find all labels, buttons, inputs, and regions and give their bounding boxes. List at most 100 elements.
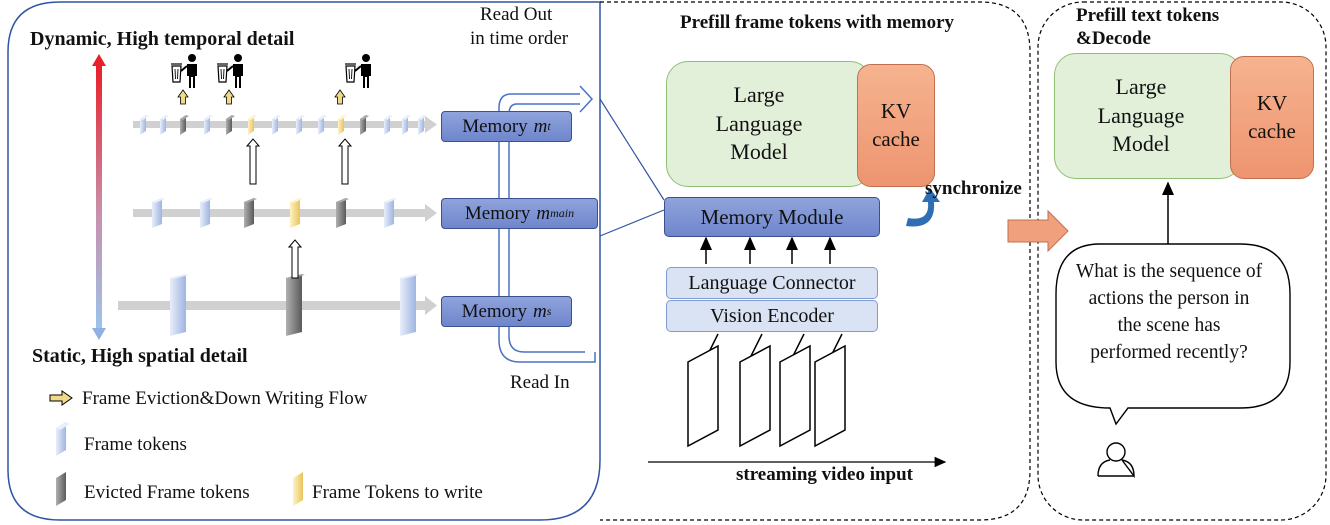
evict-arrow — [177, 89, 189, 105]
read-out-label-2: in time order — [470, 28, 569, 49]
token-frame-small — [360, 115, 366, 135]
memory-temporal-sub: t — [547, 119, 551, 133]
token-frame-small — [140, 115, 146, 135]
memory-spatial-var: m — [533, 300, 547, 322]
legend-evicted-label: Evicted Frame tokens — [84, 482, 250, 503]
memory-main-var: m — [536, 202, 551, 224]
token-frame-small-top — [226, 115, 235, 120]
read-in-label: Read In — [510, 372, 570, 393]
evict-arrow — [223, 89, 235, 105]
memory-spatial-sub: s — [546, 304, 552, 318]
right-kv-line-1: KV — [1256, 91, 1288, 116]
right-llm-box: Large Language Model — [1054, 53, 1242, 179]
token-frame-medium — [336, 198, 346, 228]
right-llm-line-1: Large — [1115, 74, 1167, 100]
token-frame-medium — [290, 198, 300, 228]
token-frame-large — [400, 274, 416, 336]
question-line-4: performed recently? — [1090, 342, 1248, 363]
middle-llm-line-3: Model — [730, 139, 788, 165]
legend-write-label: Frame Tokens to write — [312, 482, 483, 503]
token-frame-large — [286, 274, 302, 336]
row-temporal-frames — [140, 115, 427, 135]
trash-person-icon — [217, 54, 243, 88]
bottom-axis-label: Static, High spatial detail — [32, 345, 248, 367]
middle-panel-title: Prefill frame tokens with memory — [680, 12, 955, 33]
memory-spatial-prefix: Memory — [461, 300, 528, 322]
token-frame-small-top — [296, 115, 305, 120]
user-icon — [1097, 442, 1135, 479]
middle-kv-cache: KV cache — [857, 64, 935, 187]
language-connector: Language Connector — [666, 267, 878, 299]
evict-arrow — [334, 89, 346, 105]
memory-module: Memory Module — [664, 197, 880, 237]
middle-kv-line-1: KV — [880, 99, 912, 124]
token-frame-small-top — [204, 115, 213, 120]
token-frame-small-top — [248, 115, 257, 120]
token-frame-small — [226, 115, 232, 135]
synchronize-arrow — [906, 188, 940, 227]
token-frame-medium-top — [336, 198, 349, 203]
token-frame-small — [296, 115, 302, 135]
token-frame-large-top — [400, 274, 419, 279]
token-frame-small-top — [318, 115, 327, 120]
middle-panel-border — [600, 1, 1031, 521]
question-line-1: What is the sequence of — [1075, 261, 1263, 282]
synchronize-label: synchronize — [925, 178, 1022, 199]
write-arrows — [245, 138, 353, 279]
middle-llm-line-2: Language — [715, 110, 803, 136]
connector-lines — [599, 98, 665, 237]
legend-flow-label: Frame Eviction&Down Writing Flow — [82, 388, 368, 409]
row-spatial-frames — [170, 274, 419, 336]
middle-kv-line-2: cache — [872, 126, 920, 151]
token-frame-medium-top — [290, 198, 303, 203]
right-kv-cache: KV cache — [1230, 56, 1314, 179]
memory-temporal-prefix: Memory — [462, 115, 528, 137]
token-frame-small — [384, 115, 390, 135]
memory-temporal-var: m — [533, 115, 548, 137]
token-frame-small-top — [360, 115, 369, 120]
encoder-arrows — [700, 236, 836, 264]
right-panel-title-1: Prefill text tokens — [1076, 5, 1220, 26]
question-bubble — [1055, 243, 1291, 426]
token-frame-large-top — [170, 274, 189, 279]
token-frame-large — [170, 274, 186, 336]
middle-llm-box: Large Language Model — [666, 61, 872, 187]
memory-main-prefix: Memory — [464, 202, 531, 224]
left-panel-border — [7, 1, 601, 521]
right-llm-line-2: Language — [1097, 102, 1185, 128]
middle-llm-line-1: Large — [733, 82, 785, 108]
transfer-arrow — [1007, 209, 1069, 253]
question-line-3: the scene has — [1117, 315, 1221, 336]
token-frame-small — [272, 115, 278, 135]
question-line-2: actions the person in — [1088, 288, 1250, 309]
eviction-arrows-top — [177, 89, 346, 105]
token-frame-medium — [152, 198, 162, 228]
token-frame-medium-top — [244, 198, 257, 203]
token-frame-small — [402, 115, 408, 135]
token-frame-small — [160, 115, 166, 135]
token-frame-small-top — [338, 115, 347, 120]
stream-label: streaming video input — [736, 464, 914, 485]
token-frame-medium-top — [200, 198, 213, 203]
token-frame-small — [418, 115, 424, 135]
token-frame-small — [338, 115, 344, 135]
trash-person-icons — [171, 54, 371, 88]
token-frame-small — [204, 115, 210, 135]
token-frame-small — [248, 115, 254, 135]
token-frame-medium — [384, 198, 394, 228]
token-frame-small-top — [272, 115, 281, 120]
right-llm-line-3: Model — [1112, 131, 1170, 157]
top-axis-label: Dynamic, High temporal detail — [30, 28, 295, 50]
read-flow — [498, 85, 596, 363]
legend-icons — [49, 390, 303, 506]
token-frame-small-top — [180, 115, 189, 120]
token-frame-small-top — [418, 115, 427, 120]
read-out-label-1: Read Out — [480, 4, 553, 25]
token-frame-medium-top — [152, 198, 165, 203]
token-frame-small — [318, 115, 324, 135]
video-frames — [687, 333, 846, 448]
right-panel-title-2: &Decode — [1076, 28, 1151, 49]
token-frame-small-top — [160, 115, 169, 120]
token-frame-small-top — [402, 115, 411, 120]
